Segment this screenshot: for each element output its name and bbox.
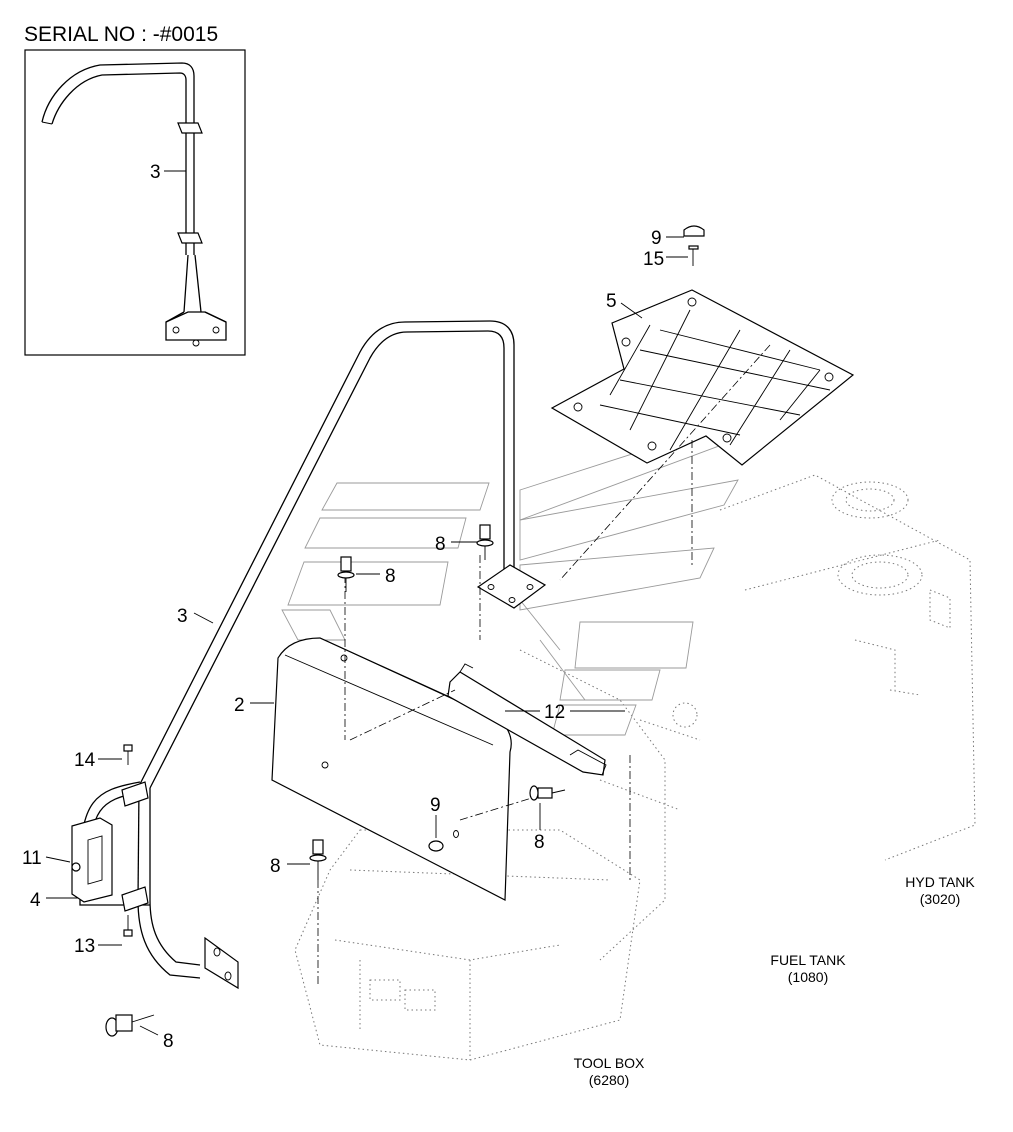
ref-hyd-tank-name: HYD TANK [905,874,975,890]
inset-frame [24,49,246,356]
steel-plate [550,289,855,466]
callout-11: 11 [22,848,42,869]
ref-hyd-tank-code: (3020) [920,891,960,907]
bolt-8-e [105,1014,155,1037]
inset-handrail [41,62,227,347]
callout-inset-3: 3 [150,162,161,183]
bolt-8-a [476,524,494,560]
hydraulic-tank-outline [719,474,976,861]
callout-5: 5 [606,291,617,312]
callout-13: 13 [74,936,95,957]
tool-box-cover [271,637,521,901]
bolt-8-c [529,785,566,801]
ref-fuel-tank-code: (1080) [788,969,828,985]
callout-12: 12 [544,702,565,723]
callout-main-3: 3 [177,606,188,627]
callout-8-c: 8 [534,832,545,853]
callout-14: 14 [74,750,96,771]
callout-2: 2 [234,695,245,716]
callout-15: 15 [643,249,664,270]
callout-9-top: 9 [651,228,662,249]
ref-fuel-tank-name: FUEL TANK [770,952,846,968]
bolt-8-d [309,839,327,880]
support-bracket [447,663,607,776]
ref-tool-box-code: (6280) [589,1072,629,1088]
callout-8-b: 8 [385,566,396,587]
callout-9-mid: 9 [430,795,441,816]
callout-4: 4 [30,890,41,911]
callout-8-a: 8 [435,534,446,555]
reference-fuel-tank: FUEL TANK (1080) [770,952,846,985]
tool-box-outline [294,829,641,1061]
callout-8-d: 8 [270,856,281,877]
reference-tool-box: TOOL BOX (6280) [574,1055,645,1088]
cap-screw-top [683,225,705,266]
mirror-assembly [71,744,150,937]
anti-slip-plates [281,419,739,736]
fuel-tank-outline [519,649,701,961]
bolt-8-b [337,556,355,592]
serial-number-header: SERIAL NO : -#0015 [24,23,218,46]
cap-plug-mid [428,830,459,852]
reference-hyd-tank: HYD TANK (3020) [905,874,975,907]
main-handrail [137,320,547,990]
callout-8-e: 8 [163,1031,174,1052]
ref-tool-box-name: TOOL BOX [574,1055,645,1071]
